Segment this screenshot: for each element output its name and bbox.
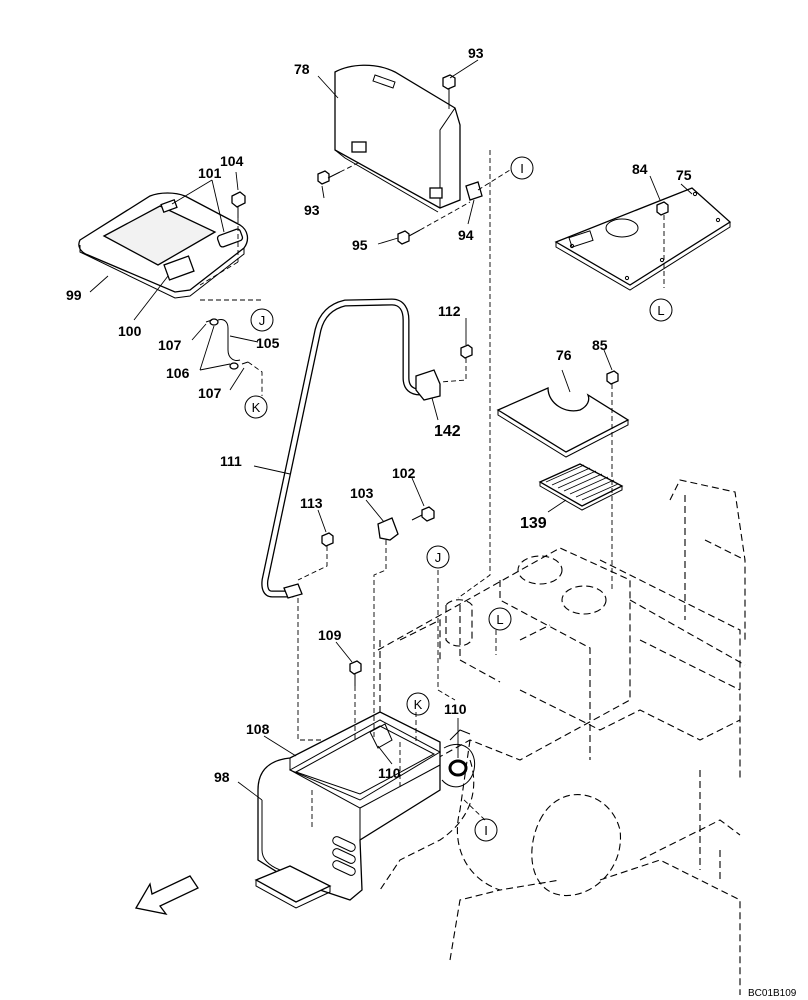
callout-94: 94	[458, 227, 474, 243]
callout-93-left: 93	[304, 202, 320, 218]
callout-139: 139	[520, 515, 547, 532]
machine-frame	[377, 479, 746, 995]
callout-103: 103	[350, 485, 374, 501]
bracket-103	[377, 517, 399, 541]
callout-labels: 78 93 93 95 94 84 75 104 101 99 100 107 …	[66, 45, 692, 785]
callout-107-top: 107	[158, 337, 182, 353]
callout-100: 100	[118, 323, 142, 339]
cover-78	[334, 64, 461, 213]
ref-j-mid: J	[435, 550, 442, 565]
callout-109: 109	[318, 627, 342, 643]
plate-75	[554, 187, 732, 291]
ref-k-mid: K	[414, 697, 423, 712]
callout-93-top: 93	[468, 45, 484, 61]
callout-85: 85	[592, 337, 608, 353]
callout-110-left: 110	[378, 765, 401, 781]
hardware-left	[205, 191, 249, 370]
direction-arrow-icon	[134, 875, 199, 915]
console-body-98	[254, 711, 441, 909]
ref-j-left: J	[259, 313, 266, 328]
vent-slots	[332, 836, 356, 876]
bracket-94	[465, 181, 483, 201]
callout-110-right: 110	[444, 701, 467, 717]
callout-113: 113	[300, 495, 323, 511]
ref-i-bottom: I	[484, 823, 488, 838]
callout-98: 98	[214, 769, 230, 785]
callout-108: 108	[246, 721, 270, 737]
callout-102: 102	[392, 465, 416, 481]
bolts	[317, 74, 669, 686]
callout-84: 84	[632, 161, 648, 177]
reference-circles	[244, 156, 673, 842]
callout-76: 76	[556, 347, 572, 363]
callout-99: 99	[66, 287, 82, 303]
drawing-number: BC01B109	[748, 988, 797, 999]
callout-107-bottom: 107	[198, 385, 222, 401]
callout-111: 111	[220, 453, 242, 469]
callout-104: 104	[220, 153, 244, 169]
ref-l-top: L	[657, 303, 664, 318]
ref-l-mid: L	[496, 612, 503, 627]
grommet-110	[441, 729, 476, 788]
callout-95: 95	[352, 237, 368, 253]
leader-lines	[89, 59, 693, 801]
callout-112: 112	[438, 303, 461, 319]
handrail-111	[261, 298, 441, 599]
callout-106: 106	[166, 365, 190, 381]
callout-101: 101	[198, 165, 222, 181]
callout-75: 75	[676, 167, 692, 183]
ref-k-left: K	[252, 400, 261, 415]
filter-139	[538, 463, 624, 511]
ref-i-top: I	[520, 161, 524, 176]
callout-142: 142	[434, 423, 461, 440]
connection-lines	[199, 104, 665, 821]
callout-105: 105	[256, 335, 280, 351]
callout-78: 78	[294, 61, 310, 77]
reference-letters: I L J K J L K I	[252, 161, 665, 838]
frame-108	[288, 719, 442, 830]
console-lid-99	[78, 192, 249, 299]
plate-76	[496, 387, 630, 458]
